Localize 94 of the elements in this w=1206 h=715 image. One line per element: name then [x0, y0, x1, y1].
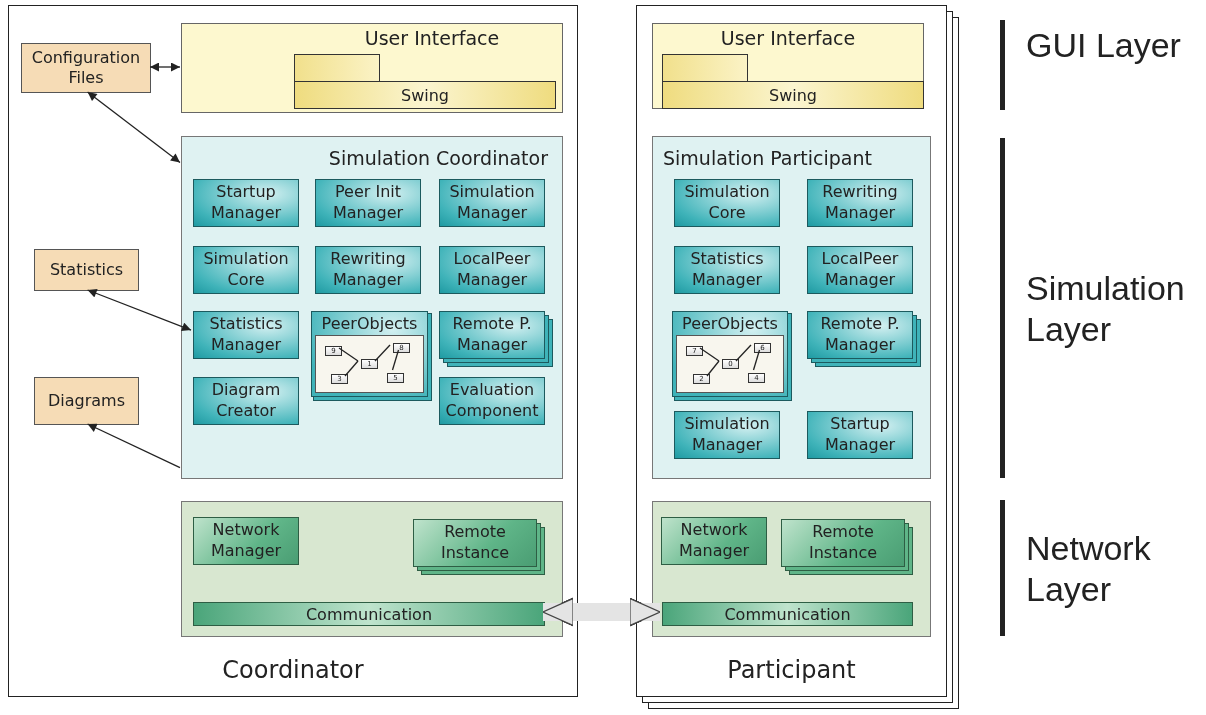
graph-node	[748, 373, 765, 383]
block-arrow	[542, 597, 661, 627]
node-label: Startup Manager	[823, 414, 897, 456]
node-label: PeerObjects	[681, 314, 779, 333]
node-label: Simulation Manager	[448, 182, 536, 224]
graph-node	[393, 343, 410, 353]
node-label: Communication	[305, 604, 433, 624]
node-label: Simulation Manager	[683, 414, 771, 456]
arrow	[149, 62, 181, 72]
arrow	[86, 289, 192, 332]
node-label: LocalPeer Manager	[820, 249, 900, 291]
node-label: Simulation Core	[202, 249, 290, 291]
connector-line	[391, 349, 400, 371]
connector-line	[344, 360, 359, 377]
node-label: Rewriting Manager	[821, 182, 899, 224]
graph-node	[693, 374, 710, 384]
network-component-box	[193, 517, 299, 565]
network-component-box	[661, 517, 767, 565]
arrow	[86, 91, 181, 164]
graph-node	[325, 346, 342, 356]
component-box	[807, 246, 913, 294]
communication-bar	[193, 602, 545, 626]
graph-node	[754, 343, 771, 353]
node-label: Statistics	[49, 260, 124, 280]
library-bar	[294, 81, 556, 109]
node-label: Communication	[724, 604, 851, 624]
node-label: Simulation Participant	[663, 147, 872, 169]
connector-line	[699, 347, 720, 362]
node-label: Network Manager	[677, 520, 751, 562]
library-box	[294, 54, 380, 82]
node-label: Configuration Files	[30, 48, 142, 88]
connector-line	[374, 344, 391, 362]
node-label: Swing	[769, 85, 817, 105]
node-label: Simulation Core	[683, 182, 771, 224]
arrow	[86, 423, 181, 469]
library-box	[662, 54, 748, 82]
graph-node	[722, 359, 739, 369]
component-box	[439, 179, 545, 227]
component-box	[315, 179, 421, 227]
ui-panel	[652, 23, 924, 109]
node-label: User Interface	[363, 27, 501, 49]
connector-line	[706, 360, 720, 377]
node-label: Diagrams	[48, 391, 125, 411]
file-box	[34, 377, 139, 425]
connector-line	[338, 347, 359, 362]
communication-bar	[662, 602, 913, 626]
node-label: Remote P. Manager	[819, 314, 901, 356]
simulation-panel	[181, 136, 563, 479]
connector-line	[735, 344, 752, 362]
component-box	[193, 311, 299, 359]
layer-label: Network Layer	[1026, 528, 1152, 610]
node-label: Simulation Coordinator	[328, 147, 548, 169]
host-frame	[8, 5, 578, 697]
component-box	[193, 377, 299, 425]
component-box	[193, 179, 299, 227]
node-label: LocalPeer Manager	[452, 249, 532, 291]
network-layer-panel	[652, 501, 931, 637]
component-box	[674, 179, 780, 227]
library-bar	[662, 81, 924, 109]
ui-panel	[181, 23, 563, 113]
node-label: Peer Init Manager	[331, 182, 405, 224]
node-label: Swing	[401, 85, 449, 105]
connector-line	[752, 349, 761, 371]
node-label: Remote Instance	[807, 522, 879, 564]
node-label: Statistics Manager	[208, 314, 284, 356]
file-box	[34, 249, 139, 291]
network-layer-panel	[181, 501, 563, 637]
graph-node	[387, 373, 404, 383]
node-label: Startup Manager	[209, 182, 283, 224]
component-box	[315, 246, 421, 294]
node-label: Evaluation Component	[444, 380, 540, 422]
node-label: Participant	[726, 656, 857, 684]
component-box	[807, 179, 913, 227]
node-label: Remote P. Manager	[451, 314, 533, 356]
layer-label: GUI Layer	[1026, 25, 1182, 66]
graph-node	[686, 346, 703, 356]
node-label: Diagram Creator	[210, 380, 282, 422]
node-label: Remote Instance	[439, 522, 511, 564]
node-label: Rewriting Manager	[329, 249, 407, 291]
node-label: Network Manager	[209, 520, 283, 562]
file-box	[21, 43, 151, 93]
component-box	[674, 246, 780, 294]
component-box	[193, 246, 299, 294]
node-label: Statistics Manager	[689, 249, 765, 291]
graph-node	[331, 374, 348, 384]
node-label: PeerObjects	[320, 314, 419, 333]
node-label: User Interface	[719, 27, 857, 49]
layer-label: Simulation Layer	[1026, 268, 1186, 350]
simulation-panel	[652, 136, 931, 479]
component-box	[807, 411, 913, 459]
node-label: Coordinator	[221, 656, 365, 684]
component-box	[674, 411, 780, 459]
component-box	[439, 246, 545, 294]
graph-node	[361, 359, 378, 369]
